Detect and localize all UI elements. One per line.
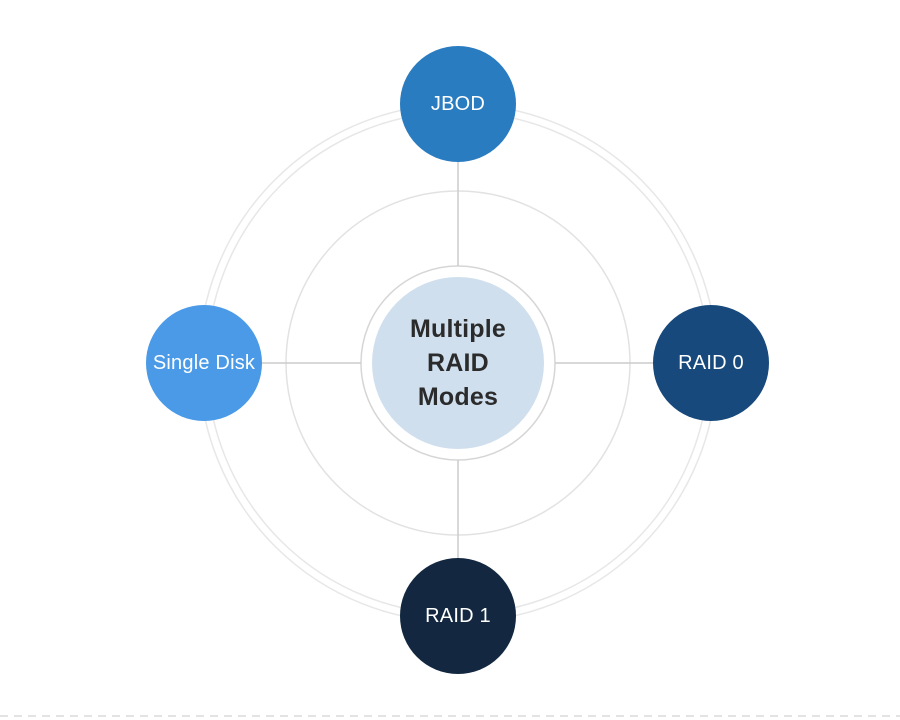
node-raid-1: RAID 1 bbox=[400, 558, 516, 674]
node-single-disk-label: Single Disk bbox=[152, 351, 256, 374]
center-label-line-2: RAID bbox=[427, 349, 489, 377]
node-raid-1-label: RAID 1 bbox=[425, 604, 491, 627]
node-raid-0: RAID 0 bbox=[653, 305, 769, 421]
bottom-dashed-divider bbox=[0, 715, 900, 717]
center-label-line-1: Multiple bbox=[409, 315, 507, 343]
center-label-line-3: Modes bbox=[417, 383, 499, 411]
center-node-label: Multiple RAID Modes bbox=[410, 312, 506, 414]
node-jbod: JBOD bbox=[400, 46, 516, 162]
node-raid-0-label: RAID 0 bbox=[678, 351, 744, 374]
node-jbod-label: JBOD bbox=[430, 92, 486, 115]
node-single-disk: Single Disk bbox=[146, 305, 262, 421]
center-node-multiple-raid-modes: Multiple RAID Modes bbox=[372, 277, 544, 449]
